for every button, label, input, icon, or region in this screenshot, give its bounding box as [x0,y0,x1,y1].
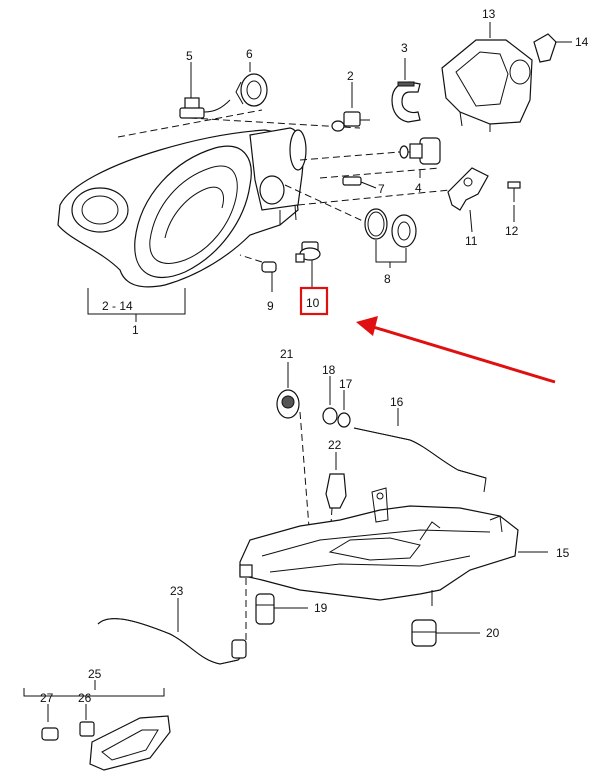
callout-13: 13 [482,7,496,21]
part-8-seal-cap [364,208,417,268]
callout-7: 7 [378,182,385,196]
callout-16: 16 [390,395,404,409]
part-22-clip [325,452,347,541]
part-19-mount [245,578,308,640]
callout-27: 27 [40,691,54,705]
callout-9: 9 [267,299,274,313]
part-14-connector [533,33,572,63]
part-21-grommet [276,362,311,541]
callout-10: 10 [306,296,320,310]
callout-6: 6 [246,47,253,61]
callout-8: 8 [384,272,391,286]
part-6-grommet [235,62,268,107]
callout-4: 4 [415,181,422,195]
part-25-side-marker [23,680,171,771]
callout-1: 1 [132,323,139,337]
callout-22: 22 [328,438,342,452]
callout-17: 17 [339,377,353,391]
part-12-screw [507,181,521,222]
part-11-bracket [447,167,489,233]
part-7-small-bulb [342,176,377,189]
callout-18: 18 [322,363,336,377]
part-20-mount [411,619,480,647]
callout-25: 25 [88,667,102,681]
callout-15: 15 [556,546,570,560]
part-16-adjusting-rod [353,408,487,493]
callout-11: 11 [465,234,478,248]
leader-lines-top [117,109,451,263]
part-9-bulb [261,261,277,292]
callout-26: 26 [78,691,92,705]
part-15-carrier-frame [239,487,548,606]
callout-5: 5 [186,49,193,63]
callout-21: 21 [280,347,294,361]
callout-14: 14 [575,35,589,49]
part-23-hose [97,598,247,665]
part-2-bulb [331,82,370,132]
part-5-bulb-socket [179,62,231,119]
pointer-arrow [356,316,556,384]
callout-2-14: 2 - 14 [102,299,133,313]
callout-bracket-1 [87,288,186,322]
callout-3: 3 [401,41,408,55]
part-10-highlight-box [299,286,329,316]
part-18-17-washers [322,376,351,428]
headlight-housing [57,127,307,288]
callout-labels: 5 6 2 3 13 14 7 4 11 12 8 9 10 2 - 14 1 … [40,7,589,705]
callout-12: 12 [505,224,519,238]
callout-23: 23 [170,584,184,598]
part-3-clamp [391,58,421,123]
part-13-adjuster-housing [441,22,533,132]
part-10-socket [295,241,321,288]
part-4-bulb [398,137,441,178]
callout-20: 20 [486,626,500,640]
callout-19: 19 [314,601,328,615]
callout-2: 2 [347,69,354,83]
